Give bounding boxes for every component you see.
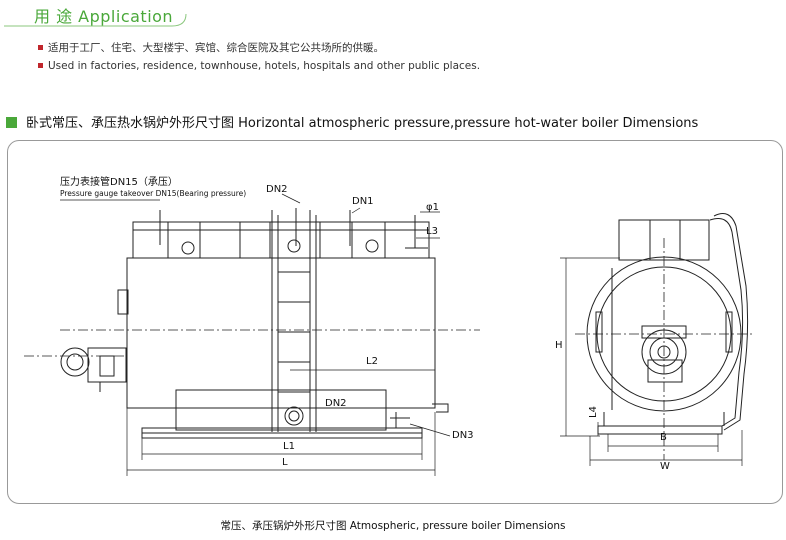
dn2-top-label: DN2 [266,184,288,195]
dimensions-heading: 卧式常压、承压热水锅炉外形尺寸图 Horizontal atmospheric … [6,112,698,131]
boiler-body [126,257,436,409]
application-header: 用 途 Application [2,0,188,27]
header-tab-outline [4,13,187,27]
dimensions-heading-text: 卧式常压、承压热水锅炉外形尺寸图 Horizontal atmospheric … [26,116,699,131]
l-label: L [282,457,288,468]
gauge-label-cn: 压力表接管DN15（承压） [60,177,178,188]
bullet-chinese: 适用于工厂、住宅、大型楼宇、宾馆、综合医院及其它公共场所的供暖。 [38,40,384,55]
ladder [271,210,317,432]
green-square-icon [6,117,17,128]
bullet-english: Used in factories, residence, townhouse,… [38,60,480,72]
dn1-label: DN1 [352,196,374,207]
dn2-bottom-label: DN2 [325,398,347,409]
drawing-frame [7,140,783,504]
bullet-text: 适用于工厂、住宅、大型楼宇、宾馆、综合医院及其它公共场所的供暖。 [48,42,384,54]
l1-label: L1 [283,441,295,452]
burner [60,289,129,392]
figure-caption: 常压、承压锅炉外形尺寸图 Atmospheric, pressure boile… [220,520,566,532]
w-label: W [660,461,670,472]
top-header-frame [132,221,430,259]
bullet-square-icon [38,62,43,68]
bullet-text: Used in factories, residence, townhouse,… [48,60,481,72]
dn3-label: DN3 [452,430,474,441]
b-label: B [660,432,667,443]
l4-label: L4 [588,406,599,418]
bullet-square-icon [38,44,43,50]
l2-label: L2 [366,356,378,367]
h-label: H [555,340,563,351]
gauge-label-en: Pressure gauge takeover DN15(Bearing pre… [60,189,247,198]
l3-label: L3 [426,226,438,237]
dn2-flange [284,406,304,426]
phi1-label: φ1 [426,202,439,213]
front-view [586,213,749,435]
application-title: 用 途 Application [34,7,174,26]
